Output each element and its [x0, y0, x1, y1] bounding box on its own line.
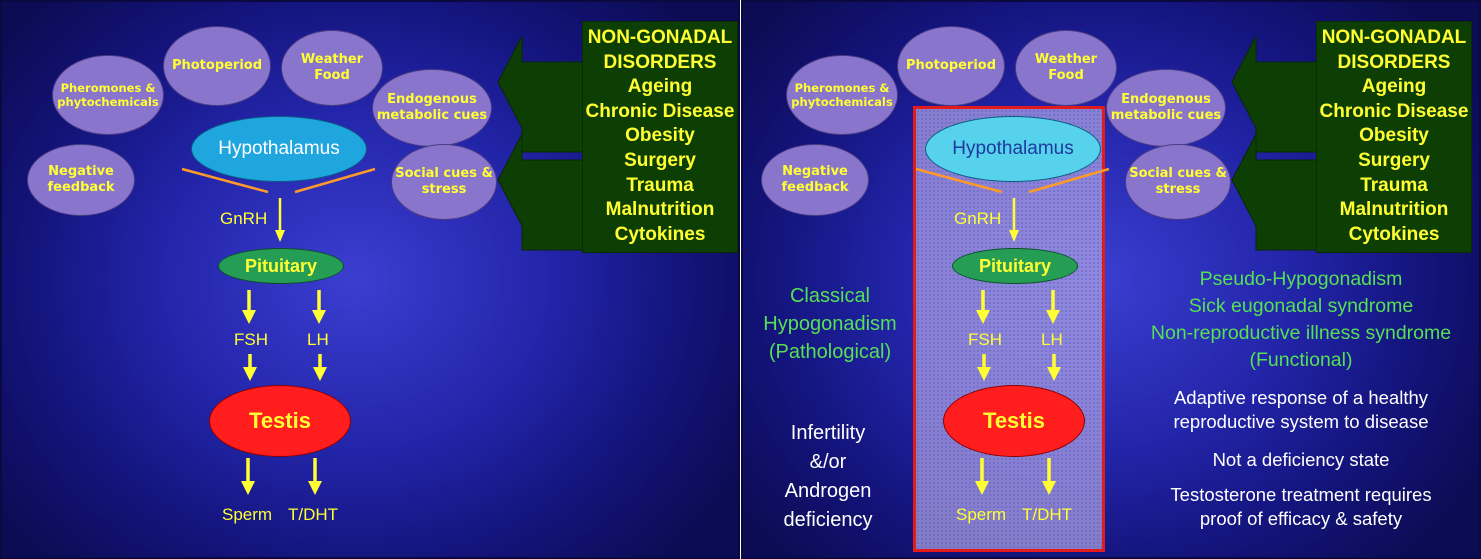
- pseudo-line: Sick eugonadal syndrome: [1188, 295, 1414, 317]
- lh-arrow-top: [312, 290, 326, 324]
- gnrh-arrow: [1009, 198, 1019, 242]
- fsh-label: FSH: [234, 330, 268, 349]
- non-gonadal-line: NON-GONADAL: [587, 27, 733, 48]
- fsh-arrow-top: [976, 290, 990, 324]
- non-gonadal-line: DISORDERS: [603, 51, 717, 73]
- pseudo-line: (Functional): [1249, 349, 1353, 371]
- social-cues-ellipse: Social cues & stress: [391, 144, 497, 220]
- lh-arrow-bottom: [1047, 354, 1061, 381]
- classical-line: Hypogonadism: [763, 313, 897, 335]
- non-gonadal-line: Surgery: [624, 149, 696, 171]
- non-gonadal-line: Surgery: [1358, 149, 1430, 171]
- negative-feedback-ellipse: Negative feedback: [761, 144, 869, 216]
- non-gonadal-line: Ageing: [1361, 76, 1427, 98]
- gnrh-label: GnRH: [954, 209, 1002, 228]
- negative-feedback-ellipse: Negative feedback: [27, 144, 135, 216]
- photoperiod-ellipse: Photoperiod: [163, 26, 271, 106]
- adaptive-line: Adaptive response of a healthy: [1173, 387, 1429, 408]
- testis-node: Testis: [943, 385, 1085, 457]
- non-gonadal-disorders-box: NON-GONADAL DISORDERS Ageing Chronic Dis…: [1316, 21, 1472, 253]
- tdht-arrow: [1042, 458, 1056, 495]
- orange-line-right: [294, 167, 376, 194]
- non-gonadal-line: Cytokines: [1348, 223, 1440, 245]
- fsh-arrow-bottom: [977, 354, 991, 381]
- non-gonadal-line: NON-GONADAL: [1321, 27, 1467, 48]
- non-gonadal-disorders-box: NON-GONADAL DISORDERS Ageing Chronic Dis…: [582, 21, 738, 253]
- classical-hypogonadism-label: Classical Hypogonadism (Pathological): [755, 282, 905, 366]
- treatment-note: Testosterone treatment requires proof of…: [1123, 483, 1479, 531]
- tdht-arrow: [308, 458, 322, 495]
- sperm-arrow: [241, 458, 255, 495]
- fsh-arrow-top: [242, 290, 256, 324]
- right-slide: Pheromones & phytochemicals Photoperiod …: [741, 0, 1481, 559]
- non-gonadal-line: Malnutrition: [1339, 199, 1449, 221]
- lh-label: LH: [307, 330, 329, 349]
- sperm-label: Sperm: [222, 505, 273, 524]
- hypothalamus-node: Hypothalamus: [925, 116, 1101, 182]
- gnrh-arrow: [275, 198, 285, 242]
- endogenous-ellipse: Endogenous metabolic cues: [1106, 69, 1226, 147]
- pituitary-node: Pituitary: [952, 248, 1078, 284]
- lh-label: LH: [1041, 330, 1063, 349]
- pseudo-line: Pseudo-Hypogonadism: [1199, 268, 1403, 290]
- fsh-arrow-bottom: [243, 354, 257, 381]
- outcome-line: deficiency: [783, 509, 873, 531]
- gnrh-label: GnRH: [220, 209, 268, 228]
- input-arrow-upper: [1231, 35, 1319, 153]
- sperm-label: Sperm: [956, 505, 1007, 524]
- endogenous-ellipse: Endogenous metabolic cues: [372, 69, 492, 147]
- hypothalamus-node: Hypothalamus: [191, 116, 367, 182]
- non-gonadal-line: Obesity: [625, 125, 695, 147]
- weather-food-ellipse: Weather Food: [281, 30, 383, 106]
- not-deficiency-note: Not a deficiency state: [1212, 449, 1390, 470]
- orange-line-left: [181, 167, 269, 194]
- pseudo-line: Non-reproductive illness syndrome: [1150, 322, 1452, 344]
- lh-arrow-top: [1046, 290, 1060, 324]
- tdht-label: T/DHT: [1022, 505, 1073, 524]
- tdht-label: T/DHT: [288, 505, 339, 524]
- weather-food-ellipse: Weather Food: [1015, 30, 1117, 106]
- right-arrows-layer: [915, 35, 1319, 495]
- sperm-arrow: [975, 458, 989, 495]
- photoperiod-ellipse: Photoperiod: [897, 26, 1005, 106]
- non-gonadal-line: Chronic Disease: [1319, 100, 1469, 122]
- social-cues-ellipse: Social cues & stress: [1125, 144, 1231, 220]
- left-slide: Pheromones & phytochemicals Photoperiod …: [0, 0, 740, 559]
- adaptive-line: reproductive system to disease: [1173, 411, 1429, 432]
- orange-line-left: [915, 167, 1003, 194]
- orange-line-right: [1028, 167, 1110, 194]
- lh-arrow-bottom: [313, 354, 327, 381]
- classical-line: Classical: [789, 285, 871, 307]
- pheromones-ellipse: Pheromones & phytochemicals: [786, 55, 898, 135]
- testis-node: Testis: [209, 385, 351, 457]
- non-gonadal-line: DISORDERS: [1337, 51, 1451, 73]
- treatment-line: Testosterone treatment requires: [1170, 484, 1432, 505]
- outcome-line: Androgen: [784, 480, 872, 502]
- pituitary-node: Pituitary: [218, 248, 344, 284]
- non-gonadal-line: Trauma: [626, 174, 694, 196]
- non-gonadal-line: Obesity: [1359, 125, 1429, 147]
- input-arrow-upper: [497, 35, 585, 153]
- pseudo-hypogonadism-label: Pseudo-Hypogonadism Sick eugonadal syndr…: [1123, 266, 1479, 374]
- non-gonadal-line: Cytokines: [614, 223, 706, 245]
- non-gonadal-line: Ageing: [627, 76, 693, 98]
- treatment-line: proof of efficacy & safety: [1199, 508, 1403, 529]
- outcome-line: Infertility: [790, 422, 866, 444]
- non-gonadal-line: Trauma: [1360, 174, 1428, 196]
- non-gonadal-line: Chronic Disease: [585, 100, 735, 122]
- fsh-label: FSH: [968, 330, 1002, 349]
- pheromones-ellipse: Pheromones & phytochemicals: [52, 55, 164, 135]
- non-gonadal-line: Malnutrition: [605, 199, 715, 221]
- classical-outcome-label: Infertility &/or Androgen deficiency: [763, 419, 893, 535]
- classical-line: (Pathological): [768, 341, 892, 363]
- adaptive-response-note: Adaptive response of a healthy reproduct…: [1123, 386, 1479, 434]
- left-arrows-layer: [181, 35, 585, 495]
- outcome-line: &/or: [809, 451, 847, 473]
